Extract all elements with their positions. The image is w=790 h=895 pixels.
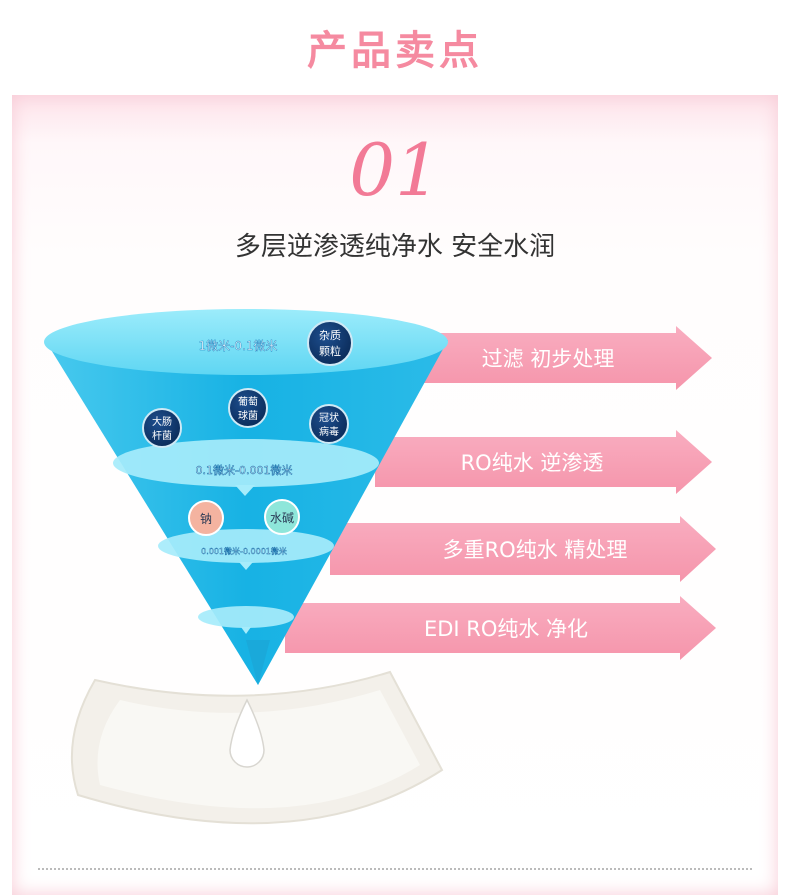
layer-3-range: 0.001微米-0.0001微米 <box>201 546 287 556</box>
svg-text:冠状: 冠状 <box>319 411 339 424</box>
arrow-3: 多重RO纯水 精处理 <box>330 516 716 582</box>
arrow-3-label: 多重RO纯水 精处理 <box>443 538 628 562</box>
svg-text:葡萄: 葡萄 <box>238 395 258 408</box>
svg-text:大肠: 大肠 <box>152 415 172 428</box>
svg-text:球菌: 球菌 <box>238 409 258 422</box>
particle-coronavirus: 冠状 病毒 <box>309 404 349 444</box>
water-drop-icon <box>229 698 265 768</box>
arrow-2: RO纯水 逆渗透 <box>375 430 712 494</box>
svg-text:杂质: 杂质 <box>319 329 341 342</box>
particle-impurities: 杂质 颗粒 <box>307 320 353 366</box>
section-subtitle: 多层逆渗透纯净水 安全水润 <box>234 232 556 262</box>
particle-sodium: 钠 <box>188 500 224 536</box>
filter-sheet <box>70 670 444 825</box>
particle-scale: 水碱 <box>264 499 300 535</box>
divider <box>38 868 752 870</box>
funnel-layer-2 <box>113 439 379 487</box>
step-number: 01 <box>349 128 441 212</box>
svg-text:杆菌: 杆菌 <box>152 430 172 442</box>
svg-text:水碱: 水碱 <box>270 511 294 525</box>
funnel-layer-4 <box>198 606 294 628</box>
arrow-2-label: RO纯水 逆渗透 <box>461 451 604 475</box>
particle-e-coli: 大肠 杆菌 <box>142 408 182 448</box>
funnel-top-layer <box>44 309 448 375</box>
layer-2-range: 0.1微米-0.001微米 <box>196 463 293 477</box>
layer-1-range: 1微米-0.1微米 <box>198 339 277 353</box>
svg-text:钠: 钠 <box>200 511 212 526</box>
funnel: 1微米-0.1微米 0.1微米-0.001微米 0.001微米-0.0001微米… <box>44 309 448 685</box>
funnel-layer-3 <box>158 529 334 563</box>
arrow-1: 过滤 初步处理 <box>400 326 712 390</box>
svg-text:颗粒: 颗粒 <box>319 344 341 358</box>
arrow-1-label: 过滤 初步处理 <box>482 347 615 371</box>
arrow-4-label: EDI RO纯水 净化 <box>424 617 588 641</box>
page-title: 产品卖点 <box>307 28 483 74</box>
particle-staphylococcus: 葡萄 球菌 <box>228 388 268 428</box>
arrow-4: EDI RO纯水 净化 <box>285 596 716 660</box>
svg-text:病毒: 病毒 <box>319 425 339 438</box>
